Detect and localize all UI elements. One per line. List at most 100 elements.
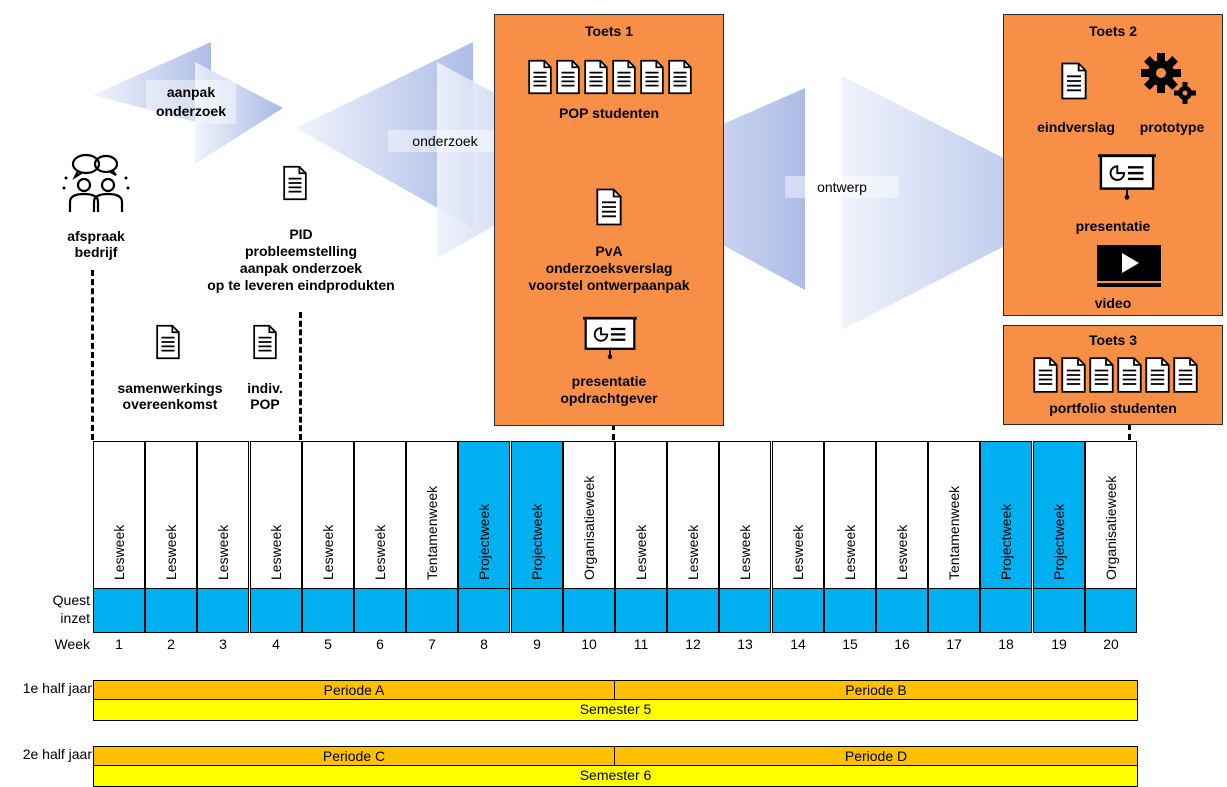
- toets2-presentatie: presentatie: [1075, 218, 1151, 234]
- week-type-label: Projectweek: [1051, 503, 1067, 580]
- toets1-title: Toets 1: [585, 23, 633, 39]
- semester5-bar: Semester 5: [93, 699, 1138, 721]
- week-type-label: Lesweek: [790, 524, 806, 580]
- week-number: 11: [633, 636, 649, 652]
- week-number: 7: [428, 636, 436, 652]
- week-type-label: Lesweek: [842, 524, 858, 580]
- quest-cell: [458, 589, 510, 633]
- connector-week20: [1128, 424, 1131, 440]
- presentatie-line-1: presentatie: [571, 373, 647, 389]
- phase-label-onderzoek: onderzoek: [388, 130, 502, 152]
- week-number: 19: [1051, 636, 1067, 652]
- pid-line-2: probleemstelling: [244, 243, 358, 259]
- pid-label: PID probleemstelling aanpak onderzoek op…: [196, 226, 406, 294]
- agreement-document-icon: [156, 324, 180, 360]
- quest-label-line-2: inzet: [60, 610, 90, 626]
- half2-label: 2e half jaar: [22, 746, 92, 762]
- periode-b-bar: Periode B: [614, 680, 1138, 700]
- pop-line-2: POP: [250, 396, 280, 412]
- week-column: Projectweek: [458, 441, 510, 589]
- week-number: 9: [533, 636, 541, 652]
- presentatie-line-2: opdrachtgever: [560, 390, 658, 406]
- week-number: 12: [685, 636, 701, 652]
- quest-cell: [1033, 589, 1085, 633]
- quest-cell: [772, 589, 824, 633]
- arrow-aanpak-back: [93, 42, 211, 126]
- arrow-ontwerp-front: [842, 76, 1090, 330]
- week-number: 6: [376, 636, 384, 652]
- quest-cell: [980, 589, 1032, 633]
- phase-text-aanpak: aanpak onderzoek: [155, 84, 226, 119]
- quest-cell: [93, 589, 145, 633]
- week-number: 20: [1103, 636, 1119, 652]
- quest-label-line-1: Quest: [52, 592, 90, 608]
- quest-cell: [145, 589, 197, 633]
- week-number: 16: [894, 636, 910, 652]
- week-number: 4: [272, 636, 280, 652]
- quest-cell: [302, 589, 354, 633]
- pva-line-3: voorstel ontwerpaanpak: [528, 277, 690, 293]
- week-label: Week: [54, 636, 90, 652]
- week-type-label: Lesweek: [111, 524, 127, 580]
- pid-line-3: aanpak onderzoek: [239, 260, 363, 276]
- week-number: 17: [946, 636, 962, 652]
- week-type-label: Lesweek: [215, 524, 231, 580]
- connector-week1: [91, 270, 94, 440]
- connector-week5: [299, 312, 302, 440]
- week-column: Lesweek: [354, 441, 406, 589]
- pva-document-icon: [596, 188, 622, 226]
- pid-line-1: PID: [289, 226, 313, 242]
- presentation-icon-2: [1098, 154, 1156, 202]
- week-type-label: Tentamenweek: [424, 485, 440, 580]
- afspraak-line-1: afspraak: [67, 228, 125, 244]
- samenwerking-line-2: overeenkomst: [122, 396, 218, 412]
- quest-cell: [824, 589, 876, 633]
- week-column: Tentamenweek: [928, 441, 980, 589]
- week-type-label: Lesweek: [633, 524, 649, 580]
- week-number: 1: [115, 636, 123, 652]
- week-column: Projectweek: [980, 441, 1032, 589]
- toets3-portfolio: portfolio studenten: [1049, 400, 1177, 416]
- gears-icon: [1141, 53, 1196, 104]
- week-type-label: Lesweek: [372, 524, 388, 580]
- week-number: 10: [581, 636, 597, 652]
- quest-cell: [197, 589, 249, 633]
- arrow-aanpak-front: [195, 62, 283, 164]
- periode-a-bar: Periode A: [93, 680, 615, 700]
- week-type-label: Projectweek: [476, 503, 492, 580]
- pid-line-4: op te leveren eindprodukten: [207, 277, 395, 293]
- week-number: 8: [480, 636, 488, 652]
- week-column: Lesweek: [824, 441, 876, 589]
- quest-cell: [250, 589, 302, 633]
- quest-cell: [615, 589, 667, 633]
- week-column: Lesweek: [772, 441, 824, 589]
- week-type-label: Lesweek: [163, 524, 179, 580]
- week-column: Lesweek: [197, 441, 249, 589]
- quest-cell: [876, 589, 928, 633]
- periode-c-bar: Periode C: [93, 746, 615, 766]
- samenwerking-label: samenwerkings overeenkomst: [110, 380, 230, 412]
- week-column: Lesweek: [93, 441, 145, 589]
- presentation-icon: [583, 316, 637, 361]
- eindverslag-document-icon: [1061, 62, 1087, 100]
- phase-label-ontwerp: ontwerp: [785, 176, 899, 198]
- week-type-label: Organisatieweek: [581, 475, 597, 580]
- toets2-video: video: [1094, 295, 1132, 311]
- week-type-label: Projectweek: [998, 503, 1014, 580]
- week-column: Lesweek: [302, 441, 354, 589]
- pop-line-1: indiv.: [247, 380, 283, 396]
- week-number: 3: [219, 636, 227, 652]
- week-number: 13: [737, 636, 753, 652]
- week-type-label: Lesweek: [268, 524, 284, 580]
- pop-label: indiv. POP: [232, 380, 298, 412]
- afspraak-line-2: bedrijf: [74, 244, 118, 260]
- week-column: Lesweek: [145, 441, 197, 589]
- meeting-people-icon: [62, 153, 130, 212]
- week-column: Lesweek: [667, 441, 719, 589]
- week-type-label: Lesweek: [737, 524, 753, 580]
- toets3-title: Toets 3: [1089, 332, 1137, 348]
- week-type-label: Tentamenweek: [946, 485, 962, 580]
- samenwerking-line-1: samenwerkings: [117, 380, 223, 396]
- quest-cell: [563, 589, 615, 633]
- toets1-box: Toets 1 POP studenten PvA onderzoeksvers…: [494, 14, 724, 426]
